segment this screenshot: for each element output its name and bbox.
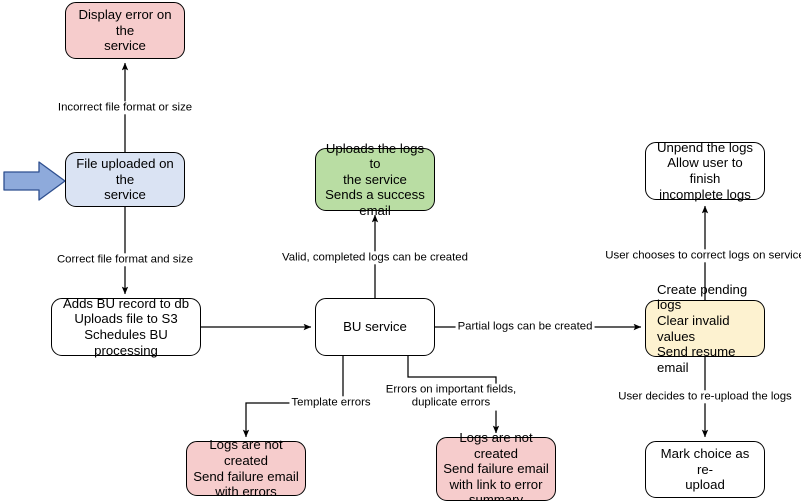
edge-label-incorrect-format: Incorrect file format or size [55,101,195,115]
edge-label-field-errors: Errors on important fields,duplicate err… [383,383,519,411]
node-mark-choice-reupload[interactable]: Mark choice as re-upload [645,441,765,498]
edge-label-template-errors: Template errors [289,396,373,410]
edge-label-user-corrects: User chooses to correct logs on service [603,249,801,263]
edge-label-partial-logs: Partial logs can be created [455,320,595,334]
node-bu-service-label: BU service [343,319,407,335]
node-mark-choice-reupload-label: Mark choice as re-upload [660,446,750,493]
blue-entry-arrow-icon [3,161,66,201]
edge-label-user-reuploads: User decides to re-upload the logs [616,390,794,404]
node-bu-service[interactable]: BU service [315,298,435,356]
edge-label-valid-logs: Valid, completed logs can be created [280,251,470,265]
edge-label-correct-format: Correct file format and size [54,253,196,267]
